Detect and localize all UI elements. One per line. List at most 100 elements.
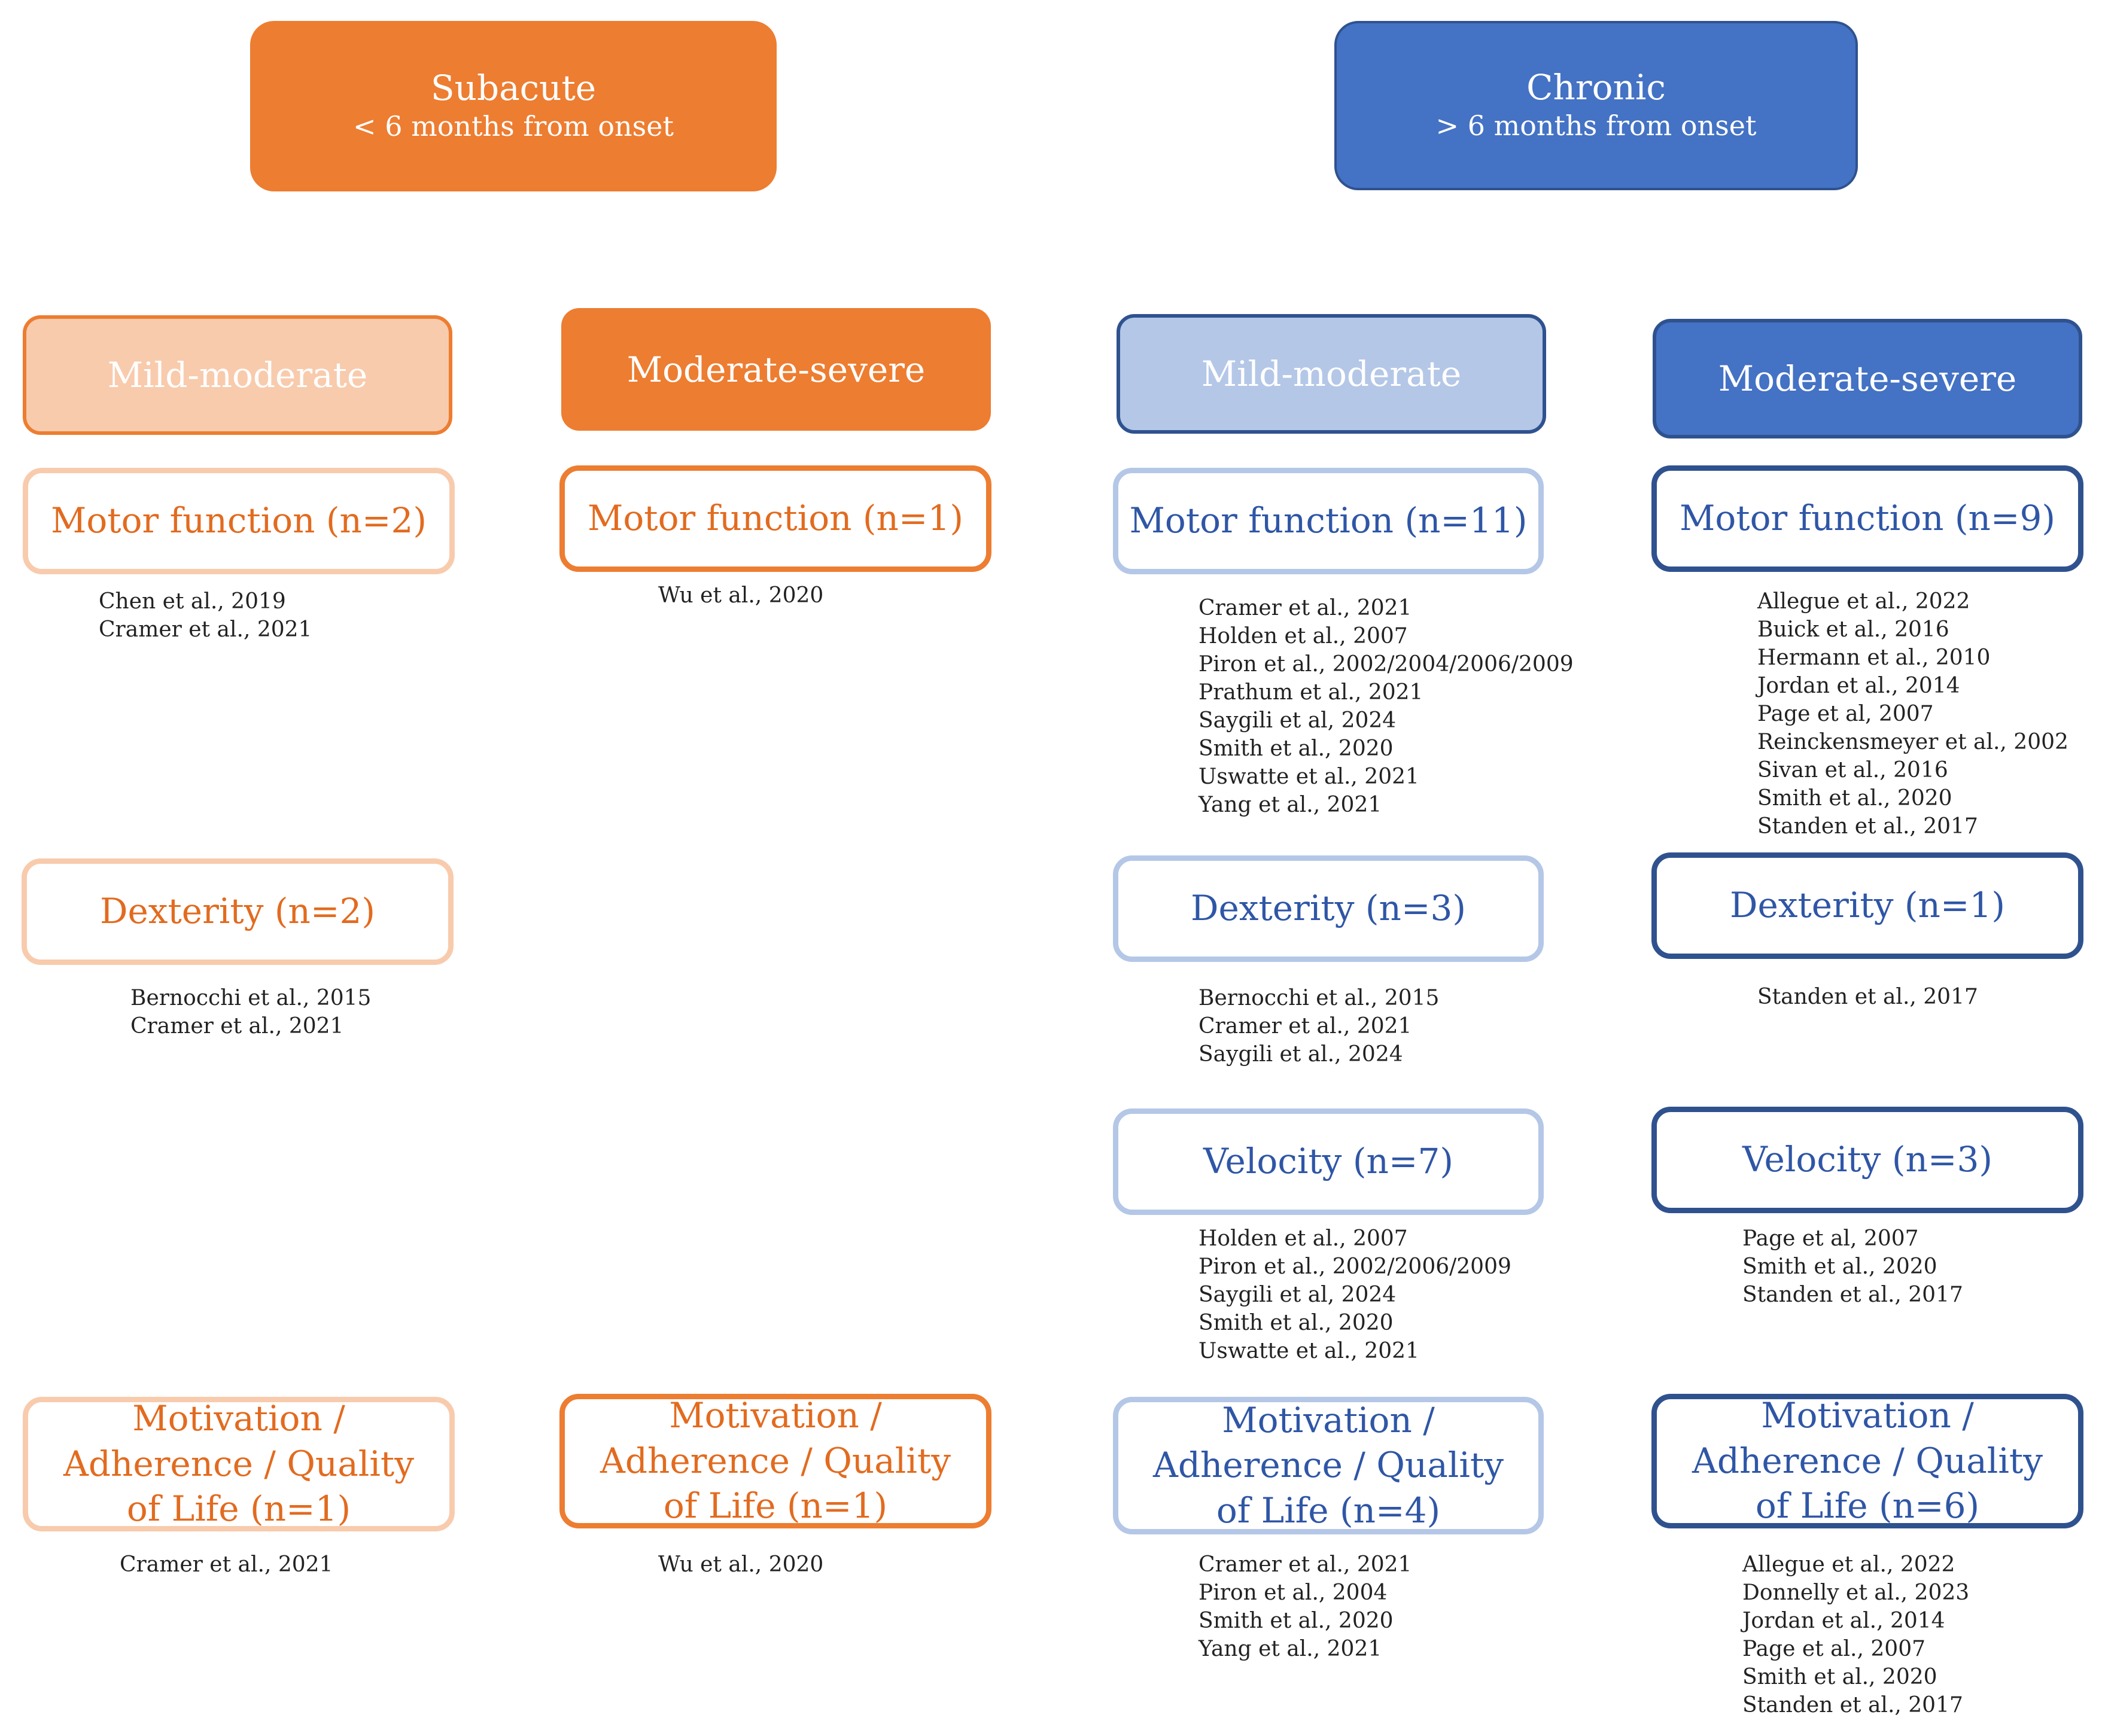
chronic-mild-velocity-refs: Holden et al., 2007 Piron et al., 2002/2… bbox=[1198, 1225, 1511, 1365]
reference: Cramer et al., 2021 bbox=[130, 1014, 344, 1038]
chronic-severe-dexterity-box: Dexterity (n=1) bbox=[1651, 852, 2083, 959]
chronic-severe-motivation-box: Motivation / Adherence / Quality of Life… bbox=[1651, 1394, 2083, 1528]
subacute-mild-moderate-box: Mild-moderate bbox=[23, 315, 452, 435]
reference: Uswatte et al., 2021 bbox=[1198, 765, 1419, 789]
reference: Reinckensmeyer et al., 2002 bbox=[1757, 730, 2068, 754]
reference: Holden et al., 2007 bbox=[1198, 1226, 1408, 1251]
motivation-label-line2: Adherence / Quality bbox=[63, 1443, 414, 1484]
chronic-moderate-severe-label: Moderate-severe bbox=[1718, 358, 2017, 399]
chronic-mild-moderate-box: Mild-moderate bbox=[1117, 314, 1546, 434]
reference: Saygili et al, 2024 bbox=[1198, 708, 1397, 733]
motivation-label-line1: Motivation / bbox=[1761, 1395, 1974, 1436]
reference: Prathum et al., 2021 bbox=[1198, 680, 1423, 705]
reference: Piron et al., 2002/2004/2006/2009 bbox=[1198, 652, 1574, 677]
motivation-label-line2: Adherence / Quality bbox=[1692, 1440, 2043, 1481]
reference: Bernocchi et al., 2015 bbox=[130, 986, 372, 1010]
motivation-label-line1: Motivation / bbox=[1222, 1399, 1435, 1440]
motivation-label-line3: of Life (n=1) bbox=[126, 1488, 351, 1530]
subacute-mild-dexterity-box: Dexterity (n=2) bbox=[22, 858, 454, 965]
reference: Page et al, 2007 bbox=[1757, 702, 1934, 726]
reference: Standen et al., 2017 bbox=[1757, 814, 1978, 839]
subacute-severe-motivation-refs: Wu et al., 2020 bbox=[658, 1551, 823, 1579]
reference: Smith et al., 2020 bbox=[1757, 786, 1952, 811]
subacute-mild-dexterity-label: Dexterity (n=2) bbox=[99, 891, 376, 932]
motivation-label-line3: of Life (n=1) bbox=[663, 1485, 888, 1527]
chronic-title: Chronic bbox=[1526, 66, 1666, 108]
chronic-mild-moderate-label: Mild-moderate bbox=[1201, 354, 1462, 394]
reference: Allegue et al., 2022 bbox=[1757, 589, 1970, 614]
reference: Cramer et al., 2021 bbox=[1198, 1014, 1412, 1038]
reference: Cramer et al., 2021 bbox=[120, 1552, 333, 1577]
motivation-label-line1: Motivation / bbox=[132, 1398, 345, 1439]
motivation-label-line3: of Life (n=4) bbox=[1216, 1490, 1441, 1531]
reference: Hermann et al., 2010 bbox=[1757, 645, 1991, 670]
reference: Page et al, 2007 bbox=[1742, 1226, 1919, 1251]
subacute-header: Subacute < 6 months from onset bbox=[250, 21, 777, 191]
motivation-label-line2: Adherence / Quality bbox=[1153, 1445, 1504, 1486]
reference: Jordan et al., 2014 bbox=[1742, 1609, 1945, 1633]
chronic-mild-dexterity-box: Dexterity (n=3) bbox=[1113, 855, 1544, 962]
chronic-severe-motor-label: Motor function (n=9) bbox=[1679, 498, 2056, 539]
reference: Smith et al., 2020 bbox=[1198, 1311, 1394, 1335]
reference: Smith et al., 2020 bbox=[1198, 736, 1394, 761]
reference: Standen et al., 2017 bbox=[1742, 1283, 1963, 1307]
reference: Holden et al., 2007 bbox=[1198, 624, 1408, 648]
motivation-label-line1: Motivation / bbox=[669, 1395, 882, 1436]
reference: Standen et al., 2017 bbox=[1742, 1693, 1963, 1717]
reference: Bernocchi et al., 2015 bbox=[1198, 986, 1440, 1010]
reference: Piron et al., 2002/2006/2009 bbox=[1198, 1254, 1511, 1279]
chronic-mild-motivation-refs: Cramer et al., 2021 Piron et al., 2004 S… bbox=[1198, 1551, 1412, 1663]
chronic-mild-motor-label: Motor function (n=11) bbox=[1129, 500, 1528, 541]
subacute-severe-motor-refs: Wu et al., 2020 bbox=[658, 581, 823, 610]
motivation-label-line3: of Life (n=6) bbox=[1755, 1485, 1980, 1527]
subacute-severe-motor-box: Motor function (n=1) bbox=[559, 465, 991, 572]
reference: Sivan et al., 2016 bbox=[1757, 758, 1948, 782]
chronic-mild-dexterity-label: Dexterity (n=3) bbox=[1190, 888, 1467, 929]
subacute-moderate-severe-label: Moderate-severe bbox=[626, 349, 926, 390]
motivation-label-line2: Adherence / Quality bbox=[600, 1440, 951, 1481]
reference: Allegue et al., 2022 bbox=[1742, 1552, 1955, 1577]
subacute-severe-motor-label: Motor function (n=1) bbox=[587, 498, 964, 539]
chronic-severe-velocity-box: Velocity (n=3) bbox=[1651, 1107, 2083, 1213]
chronic-severe-velocity-refs: Page et al, 2007 Smith et al., 2020 Stan… bbox=[1742, 1225, 1963, 1309]
reference: Smith et al., 2020 bbox=[1742, 1665, 1937, 1689]
reference: Jordan et al., 2014 bbox=[1757, 674, 1960, 698]
reference: Smith et al., 2020 bbox=[1198, 1609, 1394, 1633]
reference: Wu et al., 2020 bbox=[658, 583, 824, 608]
reference: Wu et al., 2020 bbox=[658, 1552, 824, 1577]
chronic-severe-dexterity-refs: Standen et al., 2017 bbox=[1757, 983, 1978, 1011]
subacute-mild-dexterity-refs: Bernocchi et al., 2015 Cramer et al., 20… bbox=[130, 984, 371, 1040]
reference: Saygili et al., 2024 bbox=[1198, 1042, 1403, 1067]
reference: Saygili et al, 2024 bbox=[1198, 1283, 1397, 1307]
chronic-subtitle: > 6 months from onset bbox=[1435, 109, 1757, 142]
reference: Standen et al., 2017 bbox=[1757, 985, 1978, 1009]
reference: Uswatte et al., 2021 bbox=[1198, 1339, 1419, 1363]
subacute-mild-motor-label: Motor function (n=2) bbox=[50, 500, 427, 541]
reference: Chen et al., 2019 bbox=[99, 589, 286, 614]
chronic-severe-motor-box: Motor function (n=9) bbox=[1651, 465, 2083, 572]
reference: Page et al., 2007 bbox=[1742, 1637, 1925, 1661]
reference: Piron et al., 2004 bbox=[1198, 1580, 1388, 1605]
chronic-mild-velocity-label: Velocity (n=7) bbox=[1203, 1141, 1453, 1182]
chronic-mild-motor-refs: Cramer et al., 2021 Holden et al., 2007 … bbox=[1198, 594, 1574, 819]
chronic-mild-velocity-box: Velocity (n=7) bbox=[1113, 1108, 1544, 1215]
reference: Buick et al., 2016 bbox=[1757, 617, 1949, 642]
chronic-severe-velocity-label: Velocity (n=3) bbox=[1742, 1139, 1993, 1180]
reference: Smith et al., 2020 bbox=[1742, 1254, 1937, 1279]
chronic-header: Chronic > 6 months from onset bbox=[1334, 21, 1858, 190]
chronic-severe-dexterity-label: Dexterity (n=1) bbox=[1729, 885, 2006, 926]
reference: Yang et al., 2021 bbox=[1198, 1637, 1382, 1661]
reference: Yang et al., 2021 bbox=[1198, 793, 1382, 817]
subacute-severe-motivation-box: Motivation / Adherence / Quality of Life… bbox=[559, 1394, 991, 1528]
subacute-subtitle: < 6 months from onset bbox=[353, 110, 674, 143]
chronic-mild-motor-box: Motor function (n=11) bbox=[1113, 468, 1544, 574]
subacute-title: Subacute bbox=[430, 67, 597, 108]
subacute-mild-motivation-refs: Cramer et al., 2021 bbox=[120, 1551, 333, 1579]
reference: Cramer et al., 2021 bbox=[99, 617, 312, 642]
subacute-mild-motor-refs: Chen et al., 2019 Cramer et al., 2021 bbox=[99, 587, 312, 644]
reference: Cramer et al., 2021 bbox=[1198, 1552, 1412, 1577]
chronic-mild-dexterity-refs: Bernocchi et al., 2015 Cramer et al., 20… bbox=[1198, 984, 1439, 1068]
chronic-mild-motivation-box: Motivation / Adherence / Quality of Life… bbox=[1113, 1397, 1544, 1534]
reference: Cramer et al., 2021 bbox=[1198, 596, 1412, 620]
subacute-moderate-severe-box: Moderate-severe bbox=[561, 308, 991, 431]
